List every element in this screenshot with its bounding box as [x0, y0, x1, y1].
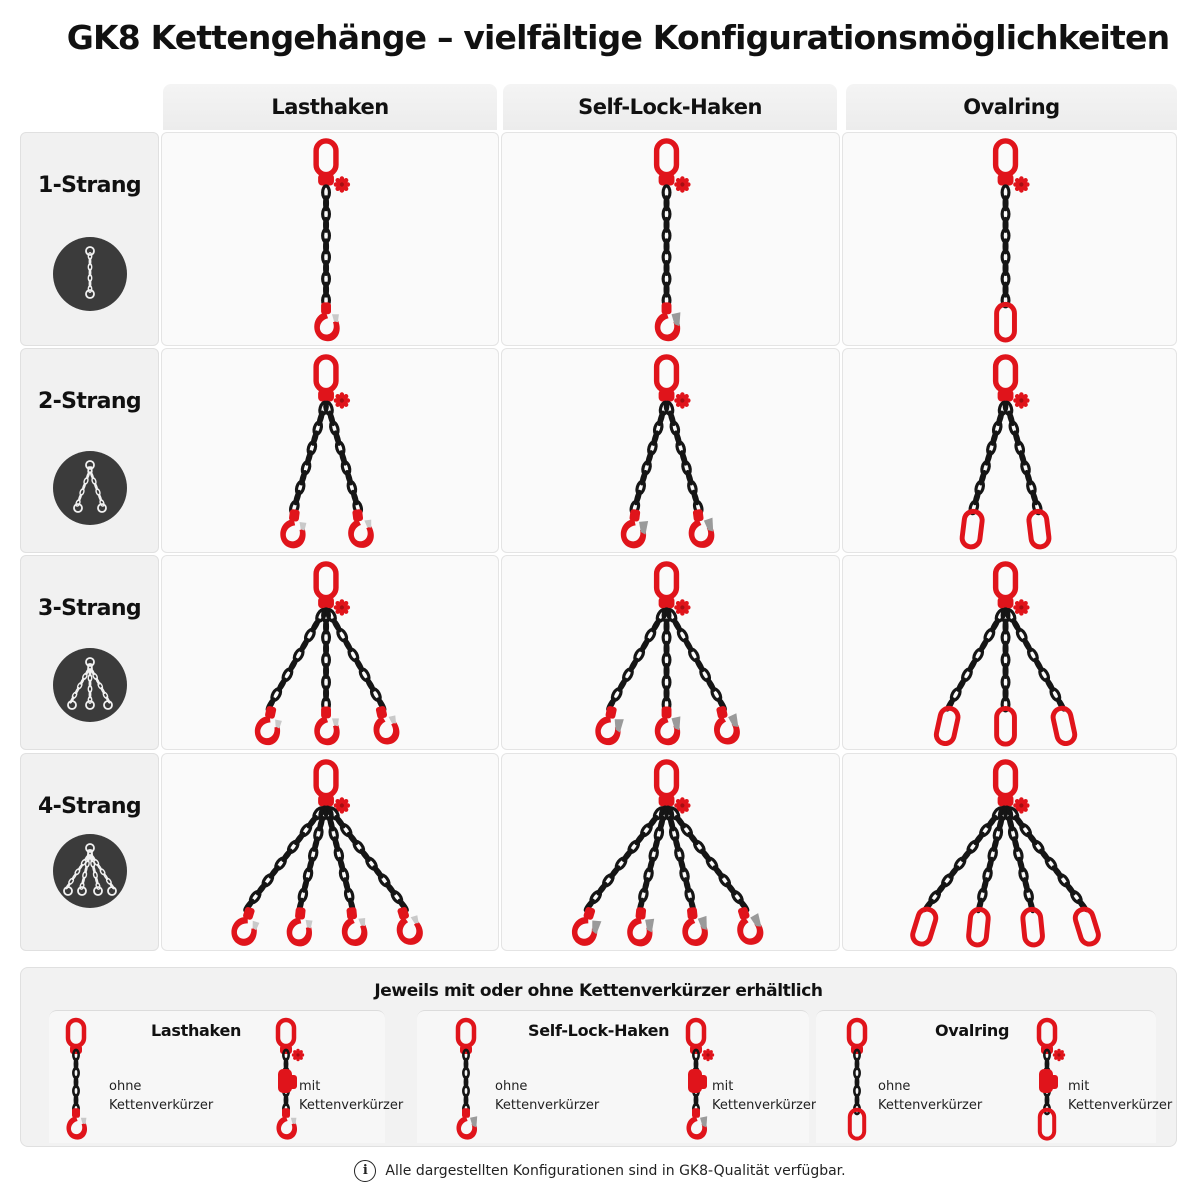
option-title: Self-Lock-Haken — [528, 1021, 670, 1040]
chain-sling-illustration — [231, 759, 423, 947]
cell-2-strang-lasthaken — [161, 348, 499, 553]
chain-sling-illustration — [933, 561, 1078, 747]
row-header-1-strang: 1-Strang — [20, 132, 159, 346]
chain-sling-illustration — [620, 354, 715, 549]
chain-sling-illustration — [959, 354, 1052, 550]
column-header-self-lock-haken: Self-Lock-Haken — [503, 84, 837, 130]
ovalring-without-shortener-image — [846, 1017, 868, 1141]
cell-3-strang-ovalring — [842, 555, 1177, 750]
cell-4-strang-ovalring — [842, 753, 1177, 951]
shortener-panel-title: Jeweils mit oder ohne Kettenverkürzer er… — [374, 981, 823, 1001]
footer-note: i Alle dargestellten Konfigurationen sind… — [0, 1160, 1200, 1182]
column-header-ovalring: Ovalring — [846, 84, 1177, 130]
shortener-panel: Jeweils mit oder ohne Kettenverkürzer er… — [20, 967, 1177, 1147]
option-title: Lasthaken — [151, 1021, 242, 1040]
cell-1-strang-self-lock-haken — [501, 132, 840, 346]
lasthaken-with-shortener-image — [275, 1017, 305, 1140]
chain-sling-illustration — [254, 561, 400, 746]
cell-3-strang-lasthaken — [161, 555, 499, 750]
footer-text: Alle dargestellten Konfigurationen sind … — [385, 1163, 846, 1179]
row-label: 1-Strang — [37, 173, 142, 198]
row-label: 3-Strang — [37, 596, 142, 621]
info-icon: i — [354, 1160, 377, 1182]
chain-sling-illustration — [992, 138, 1030, 343]
cell-1-strang-lasthaken — [161, 132, 499, 346]
four-leg-chain-icon — [52, 834, 127, 908]
two-leg-chain-icon — [52, 451, 127, 525]
self-lock-without-shortener-image — [455, 1017, 478, 1140]
lasthaken-without-shortener-image — [65, 1017, 88, 1140]
page-title: GK8 Kettengehänge – vielfältige Konfigur… — [66, 18, 1170, 57]
self-lock-with-shortener-image — [685, 1017, 715, 1140]
cell-1-strang-ovalring — [842, 132, 1177, 346]
option-title: Ovalring — [935, 1021, 1010, 1040]
chain-sling-illustration — [313, 138, 351, 342]
chain-sling-illustration — [910, 759, 1101, 948]
chain-sling-illustration — [280, 354, 374, 549]
cell-2-strang-ovalring — [842, 348, 1177, 553]
single-leg-chain-icon — [52, 237, 127, 311]
row-header-4-strang: 4-Strang — [20, 753, 159, 951]
row-label: 2-Strang — [37, 389, 142, 414]
row-label: 4-Strang — [37, 794, 142, 819]
cell-4-strang-self-lock-haken — [501, 753, 840, 951]
cell-2-strang-self-lock-haken — [501, 348, 840, 553]
cell-3-strang-self-lock-haken — [501, 555, 840, 750]
chain-sling-illustration — [653, 138, 691, 342]
chain-sling-illustration — [595, 561, 740, 746]
row-header-2-strang: 2-Strang — [20, 348, 159, 553]
row-header-3-strang: 3-Strang — [20, 555, 159, 750]
cell-4-strang-lasthaken — [161, 753, 499, 951]
ovalring-with-shortener-image — [1036, 1017, 1066, 1141]
column-header-lasthaken: Lasthaken — [163, 84, 497, 130]
three-leg-chain-icon — [52, 648, 127, 722]
chain-sling-illustration — [572, 759, 764, 947]
